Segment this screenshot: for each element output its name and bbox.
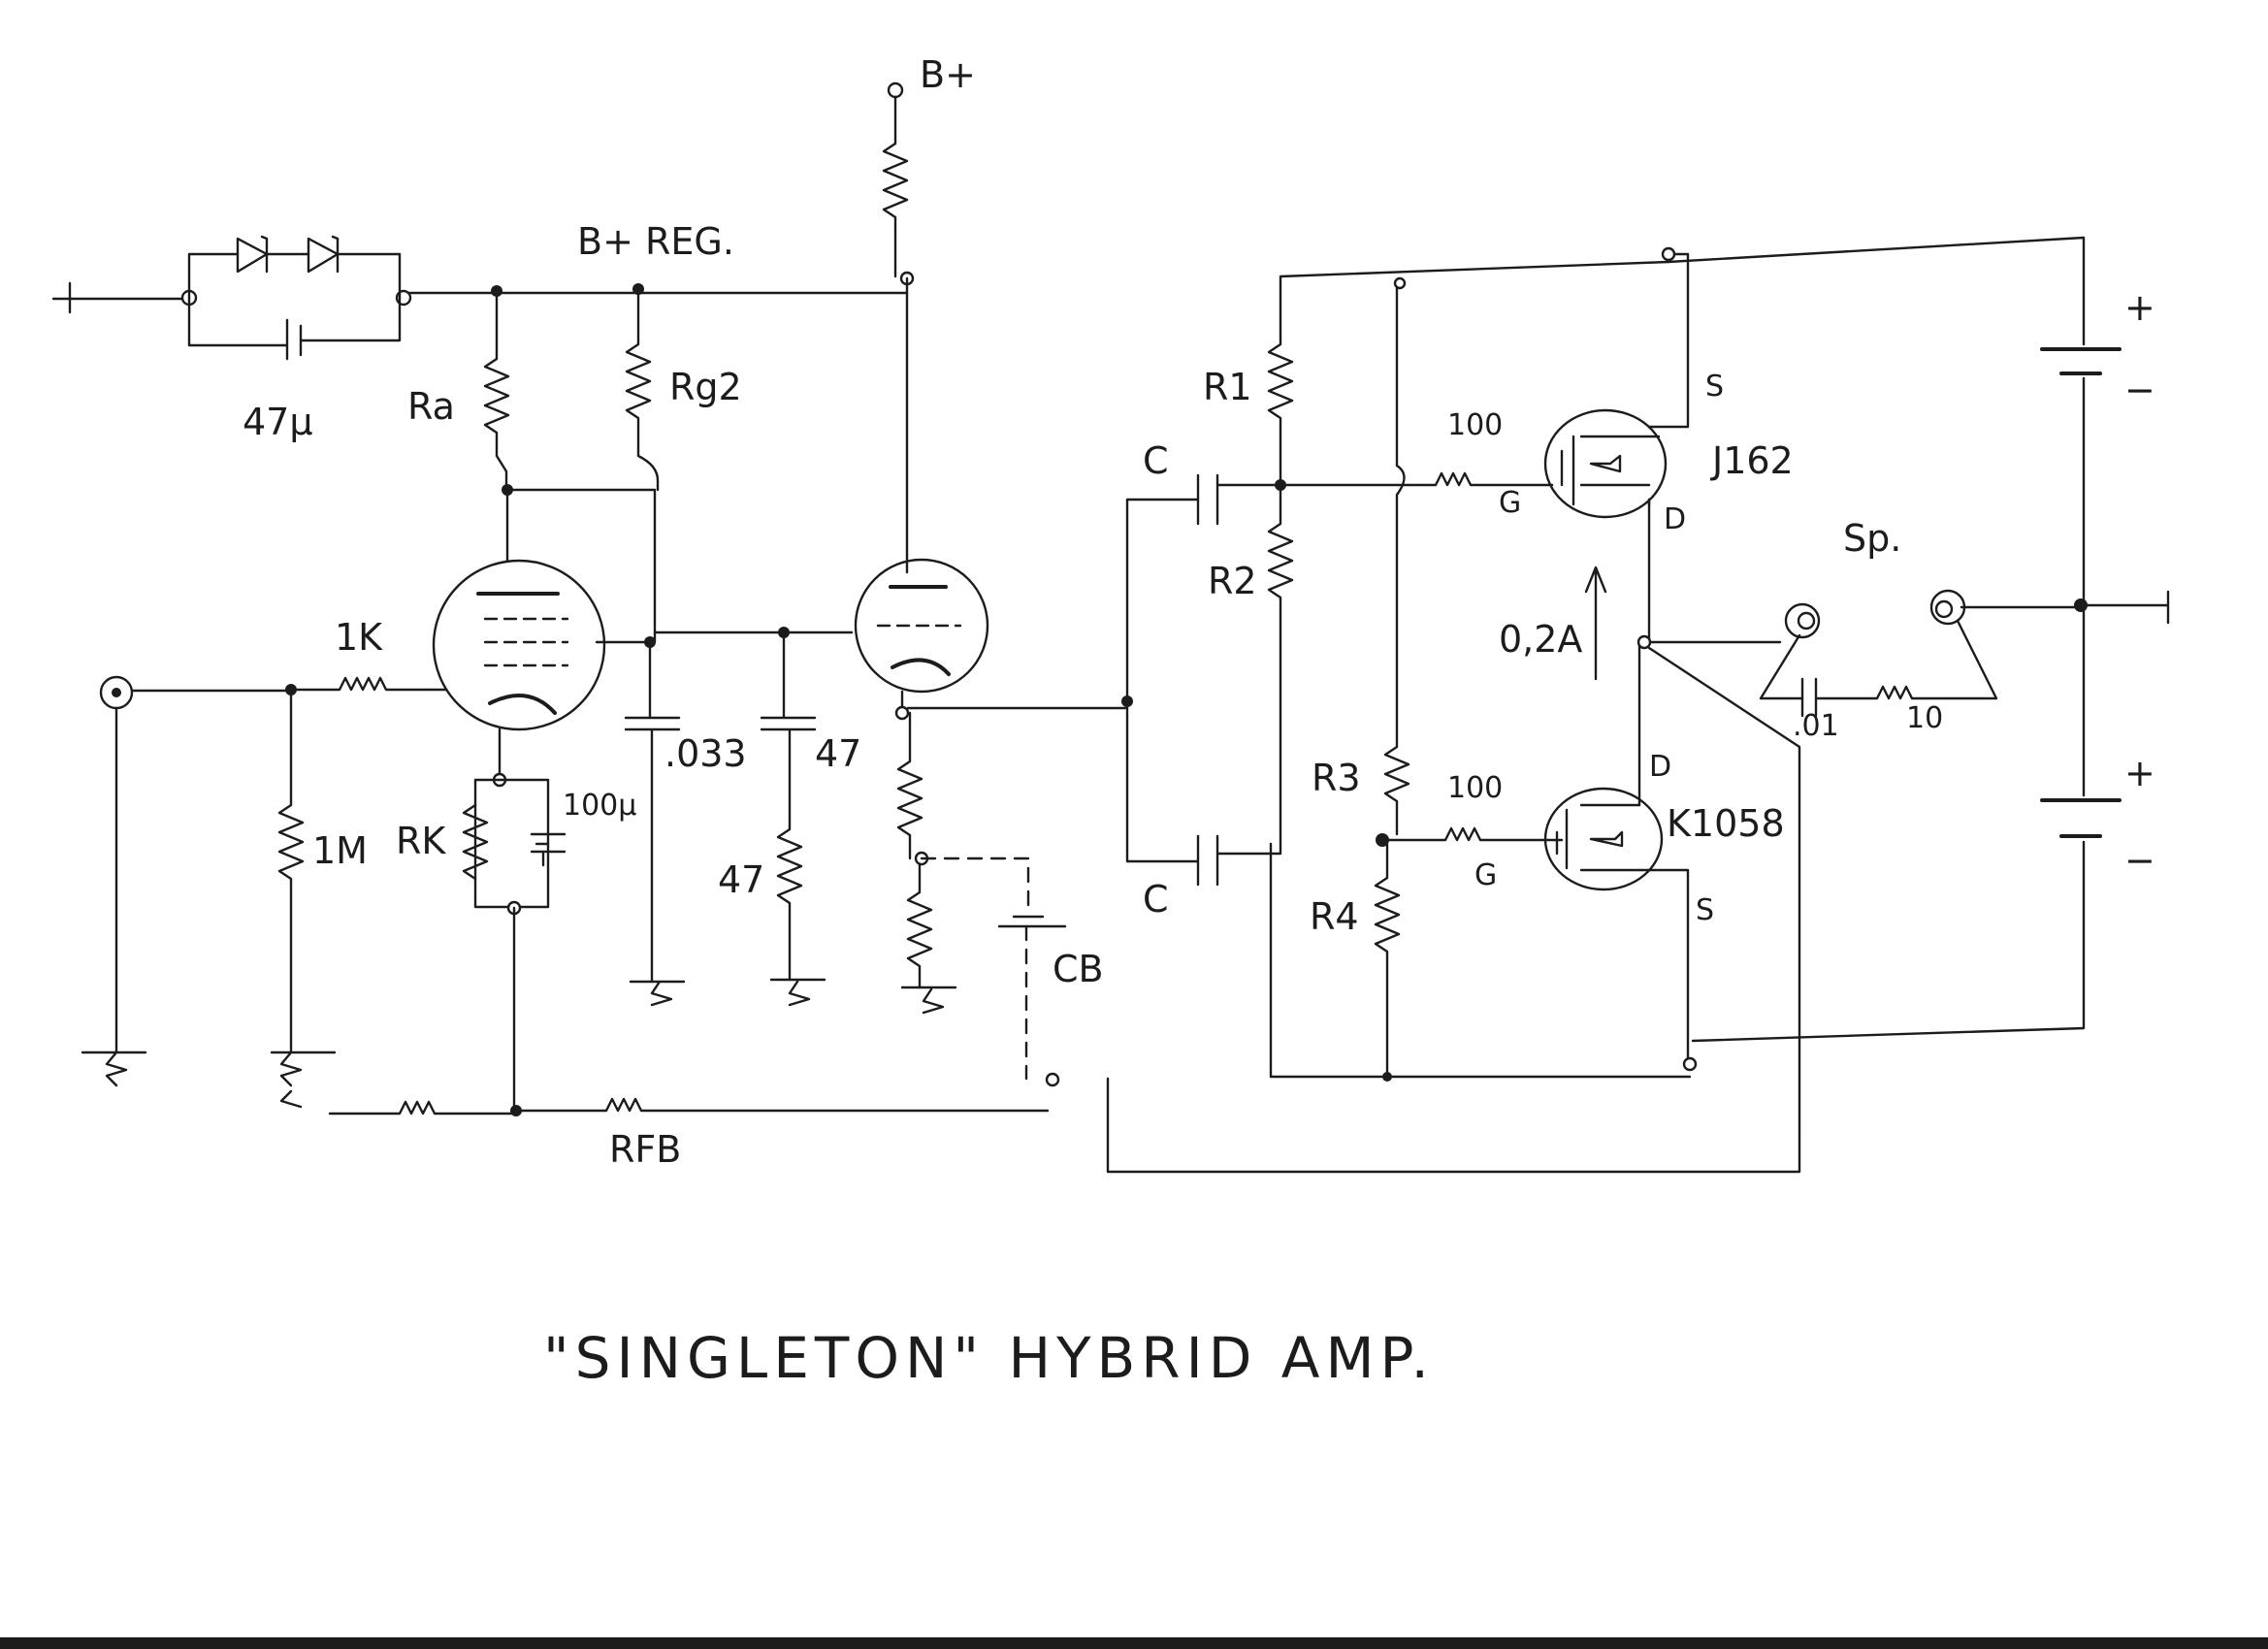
tube-v1-pentode <box>430 488 652 780</box>
svg-text:−: − <box>2124 839 2155 882</box>
zener-string: 47µ <box>51 235 412 443</box>
diagram-title: "SINGLETON" HYBRID AMP. <box>543 1325 1435 1391</box>
svg-text:K1058: K1058 <box>1667 802 1785 845</box>
svg-text:S: S <box>1705 370 1724 404</box>
coupling-cap-top: C <box>1121 439 1282 707</box>
mosfet-j162: 100 G J162 S D <box>1279 246 1794 642</box>
svg-text:.01: .01 <box>1793 709 1839 743</box>
feedback-rfb: RFB <box>328 1077 1801 1174</box>
input-jack <box>81 675 297 1087</box>
svg-text:0,2A: 0,2A <box>1499 618 1582 661</box>
battery-bottom: + − <box>1691 603 2155 1043</box>
svg-text:S: S <box>1696 893 1714 927</box>
svg-text:1M: 1M <box>312 829 368 872</box>
svg-text:RFB: RFB <box>609 1128 681 1171</box>
screen-cap-033: .033 <box>624 636 747 1007</box>
scan-edge <box>0 1637 2268 1649</box>
mosfet-k1058: 100 G K1058 D S <box>1380 638 1785 1072</box>
svg-text:47µ: 47µ <box>243 401 313 443</box>
interstage-node: 47 47 <box>653 627 861 1007</box>
svg-text:47: 47 <box>718 858 764 901</box>
current-arrow: 0,2A <box>1499 566 1607 681</box>
grid-resistor-1m: 1M <box>270 688 368 1109</box>
svg-text:J162: J162 <box>1710 439 1794 482</box>
speaker-terminals: Sp. <box>1784 517 2170 639</box>
svg-text:RK: RK <box>396 820 446 862</box>
resistor-rg2: Rg2 <box>625 287 742 492</box>
svg-text:47: 47 <box>815 732 861 775</box>
b-plus-supply: B+ <box>882 53 976 286</box>
svg-text:10: 10 <box>1906 701 1943 735</box>
svg-text:Ra: Ra <box>407 385 455 428</box>
cathode-network: RK 100µ <box>396 772 636 1116</box>
svg-text:C: C <box>1143 439 1169 482</box>
svg-text:CB: CB <box>1053 948 1104 990</box>
coupling-cap-bottom: C <box>1125 699 1273 921</box>
battery-top: + − <box>1667 236 2155 607</box>
output-ground-bus <box>1269 1072 1692 1082</box>
zobel-network: .01 10 <box>1759 619 1998 743</box>
svg-text:D: D <box>1664 502 1686 536</box>
bias-divider: R1 R2 R3 R4 <box>1203 260 1670 1079</box>
svg-text:G: G <box>1499 486 1521 520</box>
input-resistor-1k: 1K <box>289 616 434 692</box>
svg-text:D: D <box>1649 750 1671 784</box>
svg-text:Rg2: Rg2 <box>669 366 742 408</box>
svg-text:−: − <box>2124 369 2155 411</box>
svg-text:R1: R1 <box>1203 366 1252 408</box>
svg-text:+: + <box>2124 286 2155 329</box>
svg-text:.033: .033 <box>664 732 747 775</box>
svg-text:R4: R4 <box>1310 895 1359 938</box>
svg-text:100µ: 100µ <box>563 789 636 823</box>
svg-text:Sp.: Sp. <box>1843 517 1901 560</box>
svg-text:R3: R3 <box>1312 757 1361 799</box>
svg-text:G: G <box>1474 858 1497 892</box>
resistor-ra: Ra <box>407 289 657 644</box>
output-node <box>1636 634 1801 1132</box>
svg-text:+: + <box>2124 752 2155 794</box>
svg-text:100: 100 <box>1447 408 1503 442</box>
tube-v2-triode <box>854 276 989 715</box>
v2-cathode-follower: CB <box>894 705 1127 1087</box>
svg-text:C: C <box>1143 878 1169 921</box>
b-plus-reg-rail: B+ REG. <box>404 220 909 297</box>
svg-text:100: 100 <box>1447 771 1503 805</box>
svg-text:B+ REG.: B+ REG. <box>577 220 734 263</box>
svg-text:R2: R2 <box>1208 560 1257 602</box>
svg-text:B+: B+ <box>920 53 976 96</box>
svg-text:1K: 1K <box>335 616 383 659</box>
